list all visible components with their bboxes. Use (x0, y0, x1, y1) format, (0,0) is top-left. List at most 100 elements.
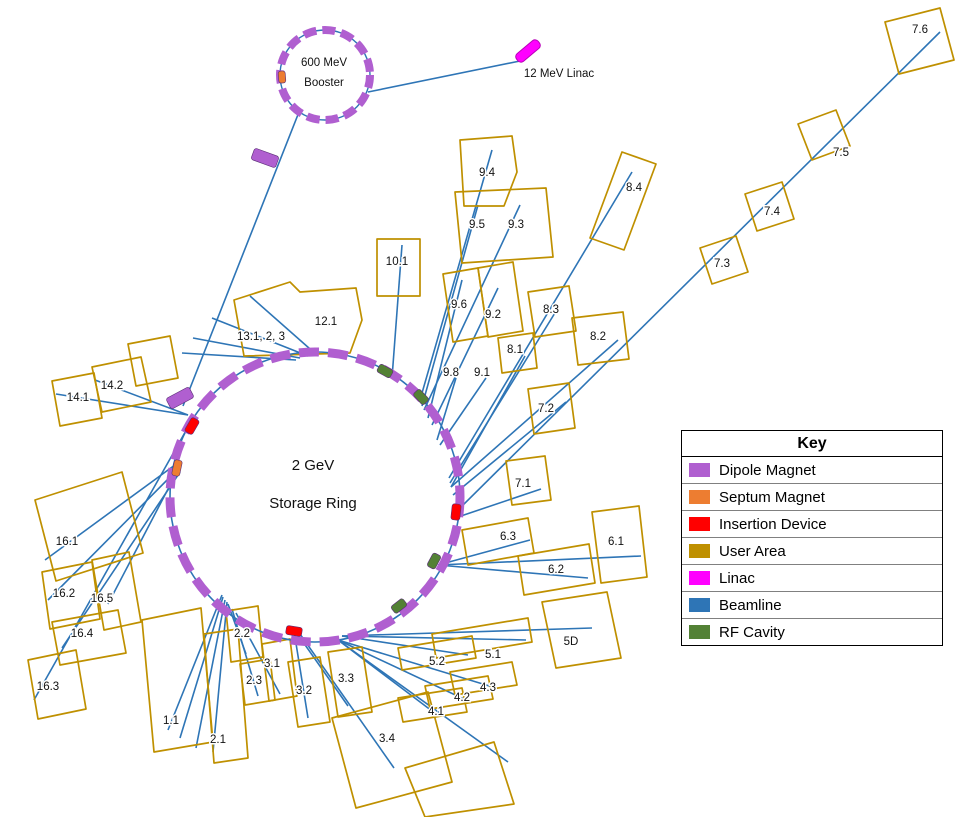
user-area (497, 332, 538, 374)
diagram-label: 3.1 (264, 658, 280, 670)
user-area (541, 591, 622, 669)
legend-color-swatch (689, 517, 710, 531)
user-area (34, 471, 144, 582)
user-area (461, 517, 535, 566)
diagram-label: 9.2 (485, 309, 501, 321)
beamline (437, 564, 589, 579)
dipole-magnet (166, 387, 194, 409)
diagram-label: 5D (564, 636, 579, 648)
beamline (423, 204, 521, 411)
user-area (376, 238, 421, 297)
diagram-label: 9.5 (469, 219, 485, 231)
diagram-label: 6.1 (608, 536, 624, 548)
diagram-label: 1.1 (163, 715, 179, 727)
beamline (195, 599, 226, 749)
insertion-device (184, 417, 200, 435)
beamline (427, 279, 463, 419)
insertion-device (450, 503, 462, 521)
legend-label: Septum Magnet (719, 488, 825, 506)
diagram-label: 3.4 (379, 733, 396, 745)
legend-color-swatch (689, 544, 710, 558)
user-area (477, 261, 524, 338)
diagram-label: 2.2 (234, 628, 250, 640)
user-area (744, 181, 795, 232)
beamline (47, 467, 180, 601)
storage-ring-dipoles (165, 347, 465, 647)
user-area (527, 382, 576, 435)
beamline (293, 630, 309, 719)
diagram-label: 16.3 (37, 681, 59, 693)
beamline (249, 295, 319, 357)
diagram-label: 6.2 (548, 564, 564, 576)
diagram-label: Booster (304, 77, 344, 89)
rf-cavity (427, 552, 441, 570)
diagram-label: 9.8 (443, 367, 459, 379)
user-area (141, 607, 214, 753)
diagram-label: 14.1 (67, 392, 89, 404)
insertion-device (285, 625, 303, 637)
beamline (341, 635, 469, 656)
beamline (419, 149, 493, 401)
beamline (337, 639, 497, 689)
beamline (33, 419, 193, 701)
diagram-label: 7.3 (714, 258, 730, 270)
beamline (454, 488, 542, 519)
dipole-magnet (251, 148, 279, 168)
beamline (55, 393, 189, 416)
diagram-label: 8.1 (507, 344, 523, 356)
user-area (797, 109, 851, 161)
beamline (212, 601, 228, 753)
diagram-label: 7.4 (764, 206, 781, 218)
user-area (454, 187, 554, 264)
beamline (391, 244, 403, 379)
user-area (397, 635, 477, 671)
legend-label: RF Cavity (719, 623, 785, 641)
beamline (211, 317, 309, 357)
legend-title: Key (682, 431, 942, 457)
beamline (341, 627, 593, 637)
diagram-label: 4.2 (454, 692, 470, 704)
beamline (437, 539, 531, 566)
septum-magnet (277, 70, 287, 84)
beamline (299, 633, 395, 769)
beamline (431, 287, 499, 426)
beamline (449, 307, 559, 484)
rf-cavity (413, 389, 429, 405)
beamline (341, 635, 527, 641)
legend-row: RF Cavity (682, 619, 942, 645)
diagram-label: 8.3 (543, 304, 559, 316)
legend-row: Dipole Magnet (682, 457, 942, 484)
legend-label: Insertion Device (719, 515, 827, 533)
user-area (699, 235, 749, 285)
user-area (287, 656, 331, 728)
user-area (397, 687, 468, 723)
beamline (421, 204, 479, 407)
legend-row: Linac (682, 565, 942, 592)
diagram-label: 7.2 (538, 403, 554, 415)
user-area (449, 661, 518, 696)
diagram-label: 10.1 (386, 256, 408, 268)
diagram-label: 12 MeV Linac (524, 68, 595, 80)
diagram-label: 14.2 (101, 380, 123, 392)
diagram-label: 2 GeV (292, 457, 335, 474)
diagram-label: 5.2 (429, 656, 445, 668)
diagram-label: 2.1 (210, 734, 226, 746)
user-area (91, 551, 142, 631)
user-area (424, 675, 494, 710)
user-area (589, 151, 657, 251)
beamline (182, 111, 300, 407)
diagram-label: Storage Ring (269, 495, 357, 512)
user-area (41, 561, 101, 630)
user-area (127, 335, 179, 387)
diagram-label: 16.2 (53, 588, 75, 600)
legend-label: User Area (719, 542, 786, 560)
beamline (179, 596, 224, 739)
legend-label: Linac (719, 569, 755, 587)
user-area (517, 543, 596, 596)
legend-label: Beamline (719, 596, 782, 614)
diagram-label: 3.2 (296, 685, 312, 697)
user-area (884, 7, 955, 75)
